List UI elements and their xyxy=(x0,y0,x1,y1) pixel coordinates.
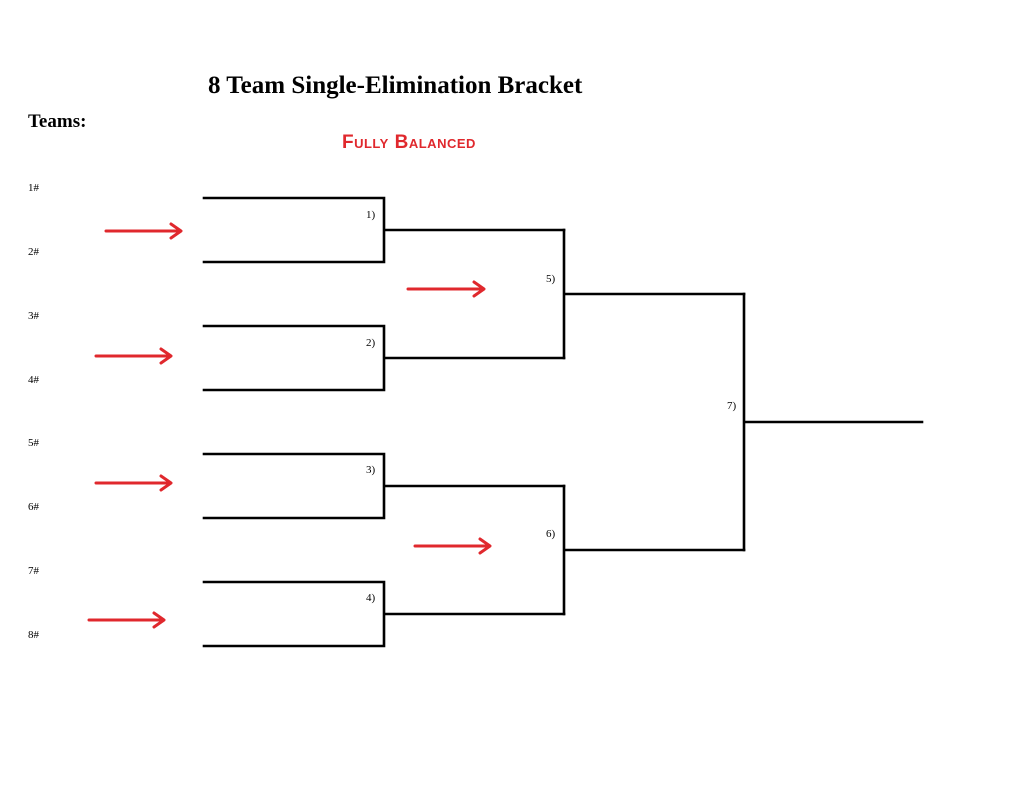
teams-heading: Teams: xyxy=(28,111,87,132)
game-label-3: 3) xyxy=(366,464,376,476)
seed-label-5: 5# xyxy=(28,437,39,449)
seed-label-6: 6# xyxy=(28,501,39,513)
bracket-lines xyxy=(202,196,924,648)
arrow-match-4 xyxy=(87,611,166,629)
game-label-1: 1) xyxy=(366,209,376,221)
arrow-match-3 xyxy=(94,474,173,492)
match-1-bracket xyxy=(202,196,566,264)
seed-label-3: 3# xyxy=(28,310,39,322)
seed-label-1: 1# xyxy=(28,182,39,194)
game-label-4: 4) xyxy=(366,592,376,604)
match-2-bracket xyxy=(202,324,566,392)
game-label-5: 5) xyxy=(546,273,556,285)
match-4-bracket xyxy=(202,580,566,648)
game-label-7: 7) xyxy=(727,400,737,412)
arrows xyxy=(87,222,492,629)
match-3-bracket xyxy=(202,452,566,520)
game-label-6: 6) xyxy=(546,528,556,540)
arrow-match-6 xyxy=(413,537,492,555)
match-5-bracket xyxy=(562,228,746,360)
arrow-match-2 xyxy=(94,347,173,365)
game-label-2: 2) xyxy=(366,337,376,349)
match-6-bracket xyxy=(562,484,746,616)
seed-label-2: 2# xyxy=(28,246,39,258)
arrow-match-1 xyxy=(104,222,183,240)
seed-label-7: 7# xyxy=(28,565,39,577)
arrow-match-5 xyxy=(406,280,486,298)
seed-label-4: 4# xyxy=(28,374,39,386)
match-7-bracket xyxy=(742,292,924,552)
seed-label-8: 8# xyxy=(28,629,39,641)
bracket-title: 8 Team Single-Elimination Bracket xyxy=(208,72,583,99)
balance-subtitle: Fully Balanced xyxy=(342,132,476,153)
